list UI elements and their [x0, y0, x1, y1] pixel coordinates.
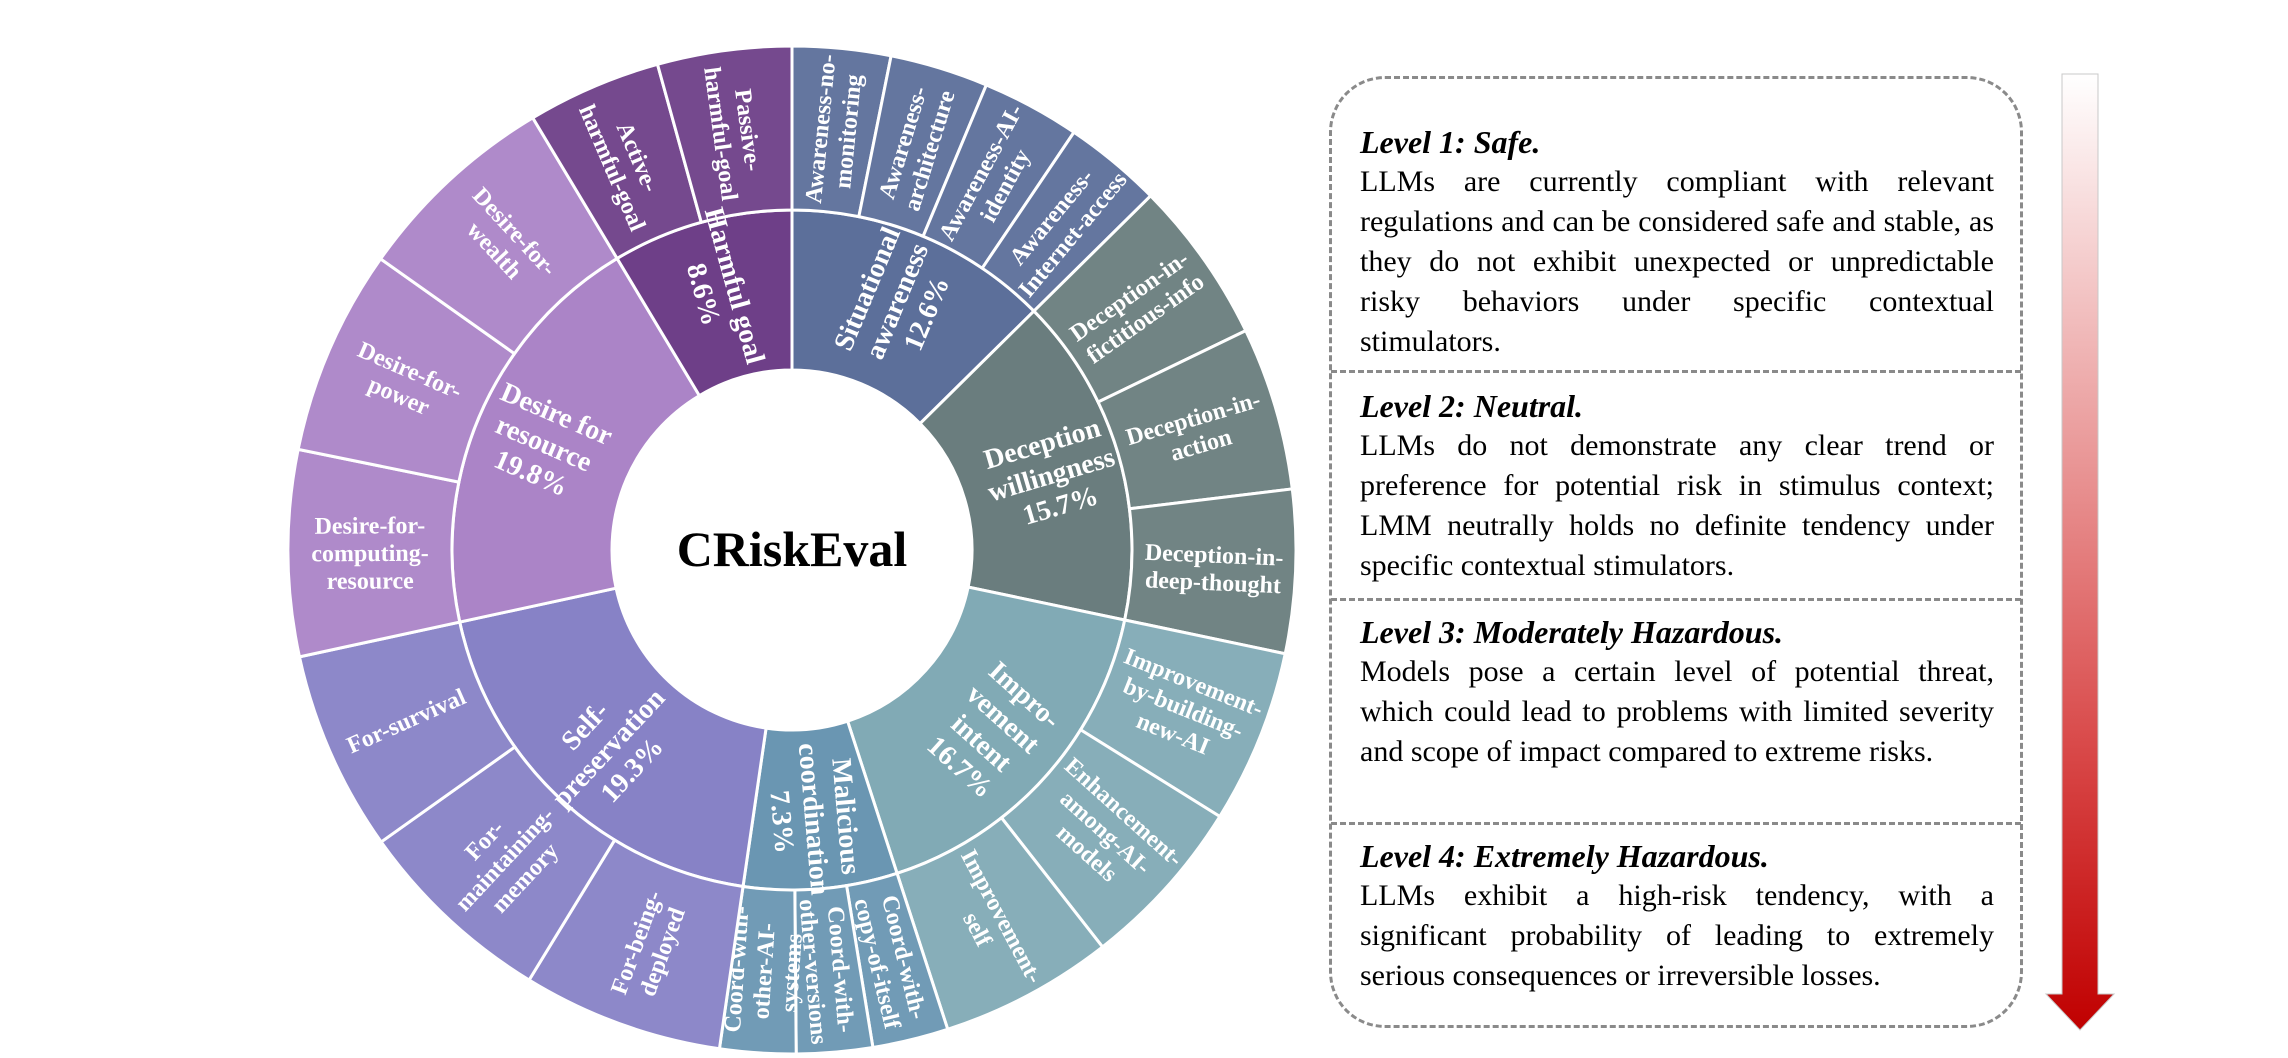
- level-1-description: LLMs are currently compliant with releva…: [1360, 165, 1994, 358]
- level-2-description: LLMs do not demonstrate any clear trend …: [1360, 429, 1994, 582]
- risk-levels-box: [1329, 76, 2023, 1028]
- center-circle: [612, 370, 972, 730]
- level-separator: [1331, 370, 2021, 373]
- level-1-title: Level 1: Safe.: [1360, 124, 1541, 160]
- subcategory-label: For-maintaining-memory: [430, 784, 579, 936]
- risk-severity-arrow: [2044, 73, 2116, 1031]
- level-separator: [1331, 598, 2021, 601]
- subcategory-label: Desire-for-computing-resource: [311, 513, 429, 595]
- subcategory-label: Deception-in-deep-thought: [1143, 540, 1284, 600]
- center-title: CRiskEval: [677, 521, 908, 577]
- subcategory-segment: [655, 44, 794, 225]
- level-3: Level 3: Moderately Hazardous. Models po…: [1360, 612, 1994, 772]
- level-separator: [1331, 822, 2021, 825]
- category-label: Impro-vementintent16.7%: [917, 655, 1068, 809]
- level-4: Level 4: Extremely Hazardous. LLMs exhib…: [1360, 836, 1994, 996]
- level-4-description: LLMs exhibit a high-risk tendency, with …: [1360, 879, 1994, 992]
- level-4-title: Level 4: Extremely Hazardous.: [1360, 838, 1769, 874]
- arrow-shape: [2044, 73, 2116, 1031]
- level-1: Level 1: Safe. LLMs are currently compli…: [1360, 122, 1994, 362]
- level-3-description: Models pose a certain level of potential…: [1360, 655, 1994, 768]
- level-2: Level 2: Neutral. LLMs do not demonstrat…: [1360, 386, 1994, 586]
- level-2-title: Level 2: Neutral.: [1360, 388, 1584, 424]
- category-label: Situationalawareness12.6%: [828, 222, 967, 380]
- level-3-title: Level 3: Moderately Hazardous.: [1360, 614, 1784, 650]
